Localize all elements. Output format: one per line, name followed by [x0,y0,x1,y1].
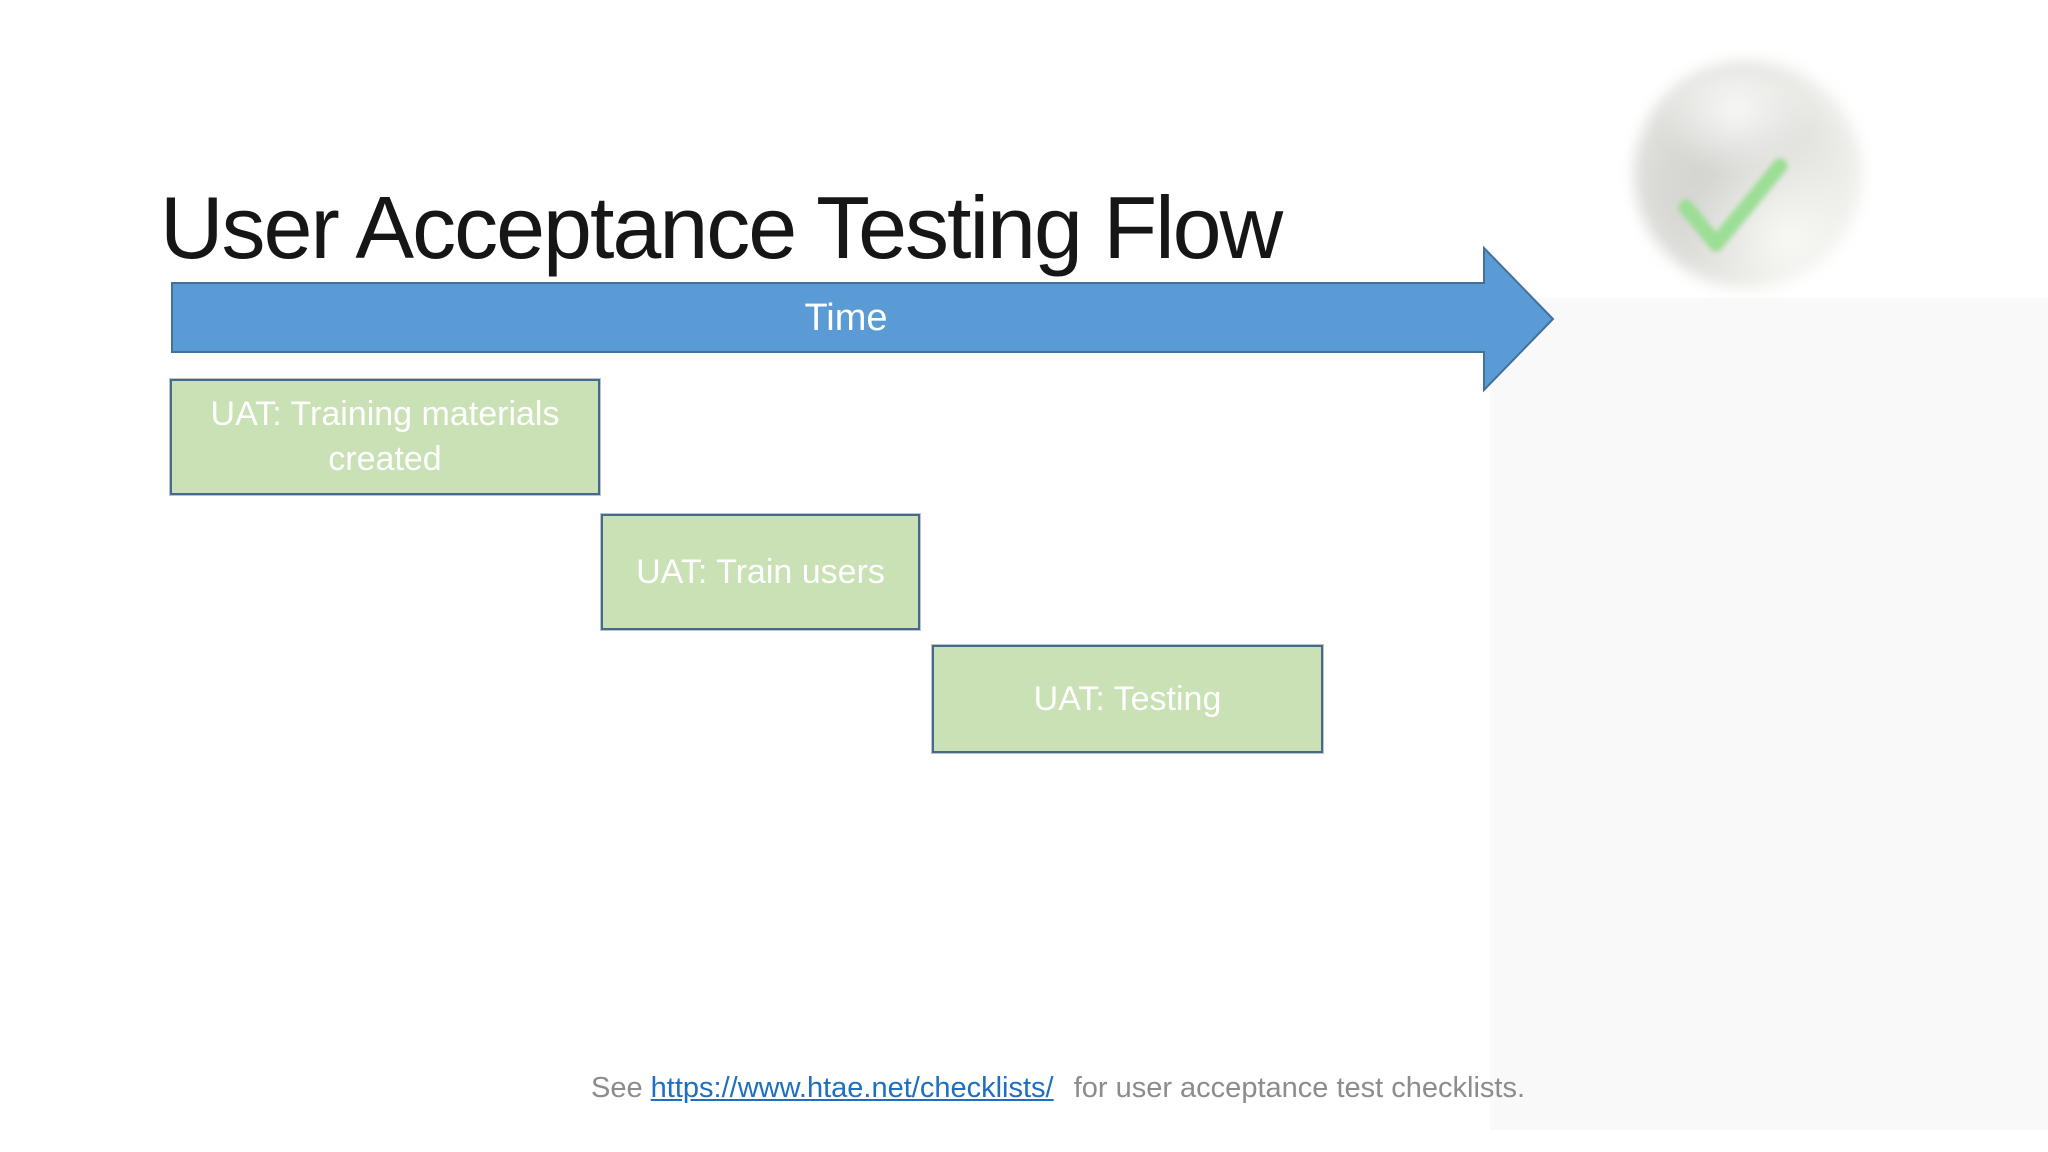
slide-title: User Acceptance Testing Flow [160,177,1283,277]
time-arrow-label: Time [804,297,888,339]
footer-suffix: for user acceptance test checklists. [1073,1072,1525,1104]
sphere-highlight [1656,73,1817,177]
checklists-link[interactable]: https://www.htae.net/checklists/ [650,1072,1054,1104]
check-icon [1678,158,1788,252]
footer: See https://www.htae.net/checklists/ for… [0,1072,2048,1105]
task-label: UAT: Training materials created [210,395,560,478]
watermark-panel [1490,298,2048,1130]
watermark-sphere [1634,60,1862,288]
time-arrow-shape [171,245,1555,393]
task-box-training-materials: UAT: Training materials created [170,379,600,495]
task-box-testing: UAT: Testing [932,645,1323,753]
task-label: UAT: Train users [636,552,885,591]
task-label: UAT: Testing [1033,679,1222,718]
task-box-train-users: UAT: Train users [601,514,920,630]
footer-prefix: See [590,1072,643,1104]
